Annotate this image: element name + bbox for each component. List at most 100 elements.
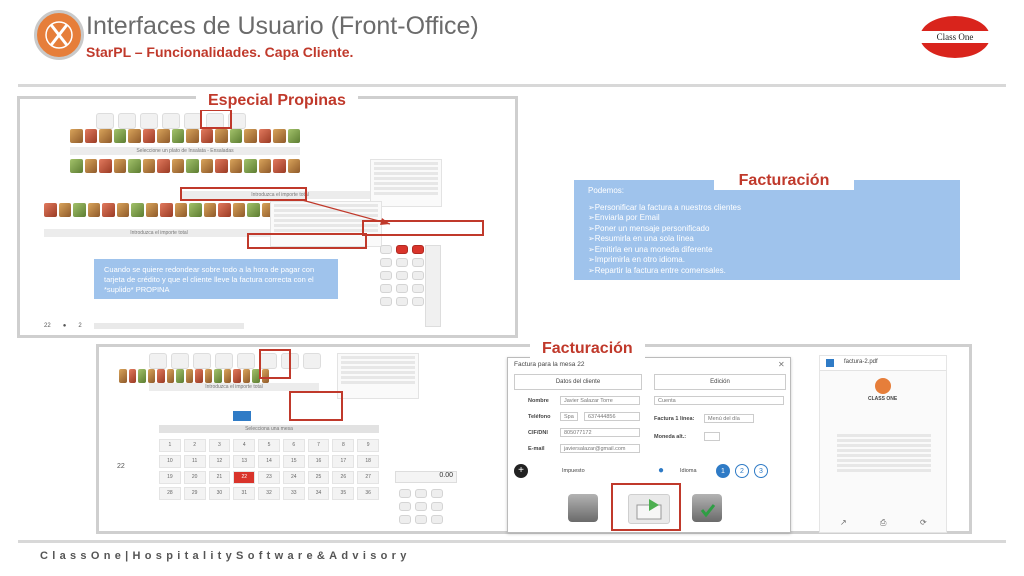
food-item[interactable] [70, 159, 83, 173]
table-cell[interactable]: 33 [282, 487, 305, 500]
tool-button[interactable] [228, 113, 246, 129]
food-item[interactable] [119, 369, 127, 383]
phone-field[interactable]: 637444856 [584, 412, 640, 421]
table-cell[interactable]: 16 [307, 455, 330, 468]
food-item[interactable] [70, 129, 83, 143]
tab-client-data[interactable]: Datos del cliente [514, 374, 642, 390]
food-item[interactable] [232, 203, 245, 217]
key-button[interactable] [412, 258, 424, 267]
print-button[interactable] [568, 494, 598, 522]
crop-icon[interactable]: ↗ [840, 518, 847, 527]
table-cell[interactable]: 28 [159, 487, 181, 500]
table-cell[interactable]: 9 [357, 439, 379, 452]
food-item[interactable] [244, 129, 257, 143]
food-item[interactable] [73, 203, 86, 217]
plus-icon[interactable]: + [514, 464, 528, 478]
food-item[interactable] [147, 369, 155, 383]
tab-edition[interactable]: Edición [654, 374, 786, 390]
table-cell[interactable]: 10 [159, 455, 181, 468]
comment-field[interactable]: Cuenta [654, 396, 784, 405]
table-cell[interactable]: 35 [332, 487, 355, 500]
food-item[interactable] [113, 129, 126, 143]
food-item[interactable] [44, 203, 57, 217]
key-button[interactable] [431, 502, 443, 511]
food-item[interactable] [200, 129, 213, 143]
food-item[interactable] [261, 369, 269, 383]
food-item[interactable] [166, 369, 174, 383]
currency-select[interactable] [704, 432, 720, 441]
tool-button[interactable] [171, 353, 189, 369]
food-item[interactable] [99, 129, 112, 143]
table-cell[interactable]: 1 [159, 439, 181, 452]
food-item[interactable] [171, 129, 184, 143]
key-button[interactable] [399, 502, 411, 511]
key-button[interactable] [399, 515, 411, 524]
food-item[interactable] [113, 159, 126, 173]
key-button[interactable] [396, 284, 408, 293]
food-item[interactable] [160, 203, 173, 217]
name-field[interactable]: Javier Salazar Torre [560, 396, 640, 405]
page-button[interactable]: 2 [735, 464, 749, 478]
tool-button[interactable] [118, 113, 136, 129]
table-cell[interactable]: 14 [258, 455, 280, 468]
table-cell[interactable]: 11 [183, 455, 206, 468]
food-item[interactable] [186, 129, 199, 143]
table-cell[interactable]: 4 [233, 439, 256, 452]
table-cell[interactable]: 32 [258, 487, 280, 500]
key-button[interactable] [412, 284, 424, 293]
table-cell[interactable]: 27 [357, 471, 379, 484]
key-button[interactable] [396, 258, 408, 267]
food-item[interactable] [215, 129, 228, 143]
food-item[interactable] [200, 159, 213, 173]
food-item[interactable] [157, 369, 165, 383]
table-cell[interactable]: 17 [332, 455, 355, 468]
key-button[interactable] [412, 271, 424, 280]
food-item[interactable] [214, 369, 222, 383]
table-cell[interactable]: 12 [208, 455, 231, 468]
table-cell[interactable]: 13 [233, 455, 256, 468]
food-item[interactable] [189, 203, 202, 217]
key-button[interactable] [396, 297, 408, 306]
key-button[interactable] [412, 297, 424, 306]
tool-button[interactable] [303, 353, 321, 369]
table-cell[interactable]: 5 [258, 439, 280, 452]
key-button[interactable] [415, 489, 427, 498]
food-item[interactable] [128, 369, 136, 383]
tool-button[interactable] [140, 113, 158, 129]
table-cell[interactable]: 24 [282, 471, 305, 484]
email-field[interactable]: javiersalazar@gmail.com [560, 444, 640, 453]
food-item[interactable] [247, 203, 260, 217]
food-item[interactable] [145, 203, 158, 217]
food-item[interactable] [204, 369, 212, 383]
food-item[interactable] [142, 129, 155, 143]
page-button[interactable]: 1 [716, 464, 730, 478]
table-cell[interactable]: 20 [183, 471, 206, 484]
food-item[interactable] [252, 369, 260, 383]
key-button[interactable] [380, 297, 392, 306]
food-item[interactable] [233, 369, 241, 383]
table-cell[interactable]: 18 [357, 455, 379, 468]
table-cell[interactable]: 26 [332, 471, 355, 484]
key-button[interactable] [380, 284, 392, 293]
table-cell[interactable]: 36 [357, 487, 379, 500]
table-cell[interactable]: 25 [307, 471, 330, 484]
key-button[interactable] [412, 245, 424, 254]
food-item[interactable] [258, 159, 271, 173]
key-button[interactable] [431, 515, 443, 524]
cif-field[interactable]: 805077172 [560, 428, 640, 437]
food-item[interactable] [203, 203, 216, 217]
table-cell[interactable]: 22 [233, 471, 256, 484]
scrollbar[interactable] [425, 245, 441, 327]
table-cell[interactable]: 2 [183, 439, 206, 452]
print-confirm-button[interactable] [692, 494, 722, 522]
food-item[interactable] [186, 159, 199, 173]
food-item[interactable] [218, 203, 231, 217]
key-button[interactable] [415, 502, 427, 511]
table-cell[interactable]: 19 [159, 471, 181, 484]
food-item[interactable] [138, 369, 146, 383]
table-cell[interactable]: 31 [233, 487, 256, 500]
food-item[interactable] [244, 159, 257, 173]
phone-prefix-select[interactable]: Spa [560, 412, 578, 421]
food-item[interactable] [287, 159, 300, 173]
table-cell[interactable]: 21 [208, 471, 231, 484]
